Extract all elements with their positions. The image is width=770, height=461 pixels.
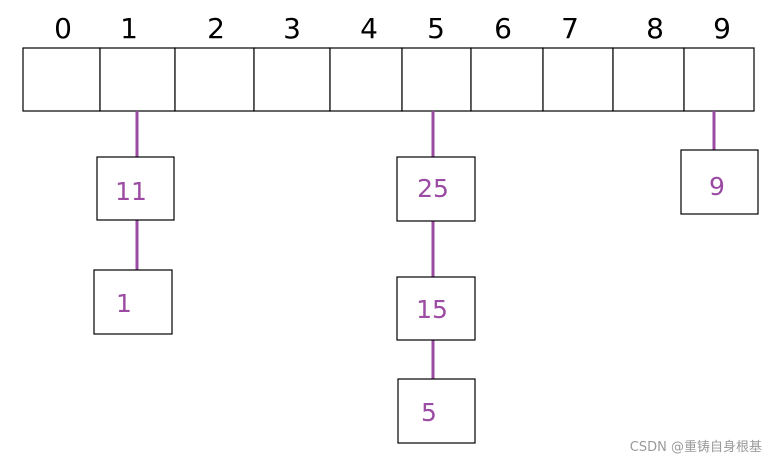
- index-label-0: 0: [54, 12, 72, 45]
- bucket-cell-1: [99, 47, 176, 112]
- bucket-index-labels: 0 1 2 3 4 5 6 7 8 9: [54, 12, 731, 45]
- chain-node: [680, 149, 759, 215]
- index-label-1: 1: [120, 12, 138, 45]
- node-value: 11: [115, 177, 147, 206]
- index-label-2: 2: [207, 12, 225, 45]
- bucket-cell-7: [542, 47, 614, 112]
- bucket-cell-9: [683, 47, 755, 112]
- bucket-cell-2: [174, 47, 255, 112]
- node-value: 25: [417, 174, 449, 203]
- node-value: 9: [709, 172, 725, 201]
- index-label-7: 7: [561, 12, 579, 45]
- bucket-cell-5: [401, 47, 472, 112]
- watermark: CSDN @重铸自身根基: [629, 440, 762, 455]
- bucket-cell-0: [22, 47, 101, 112]
- bucket-cell-3: [253, 47, 331, 112]
- chain-links: [135, 111, 716, 379]
- index-label-6: 6: [494, 12, 512, 45]
- index-label-8: 8: [646, 12, 664, 45]
- index-label-9: 9: [713, 12, 731, 45]
- chain-node: [396, 156, 476, 222]
- chain-node: [96, 156, 175, 221]
- bucket-cell-6: [470, 47, 544, 112]
- bucket-cell-4: [329, 47, 403, 112]
- index-label-4: 4: [360, 12, 378, 45]
- index-label-5: 5: [427, 12, 445, 45]
- chain-node: [93, 269, 173, 335]
- node-value: 5: [421, 398, 437, 427]
- index-label-3: 3: [283, 12, 301, 45]
- node-value: 1: [116, 289, 132, 318]
- bucket-cell-8: [612, 47, 685, 112]
- chain-nodes: 11 1 25 15 5 9: [93, 149, 759, 444]
- bucket-array: [22, 47, 755, 112]
- chain-node: [396, 276, 476, 341]
- node-value: 15: [416, 295, 448, 324]
- chain-node: [397, 378, 476, 444]
